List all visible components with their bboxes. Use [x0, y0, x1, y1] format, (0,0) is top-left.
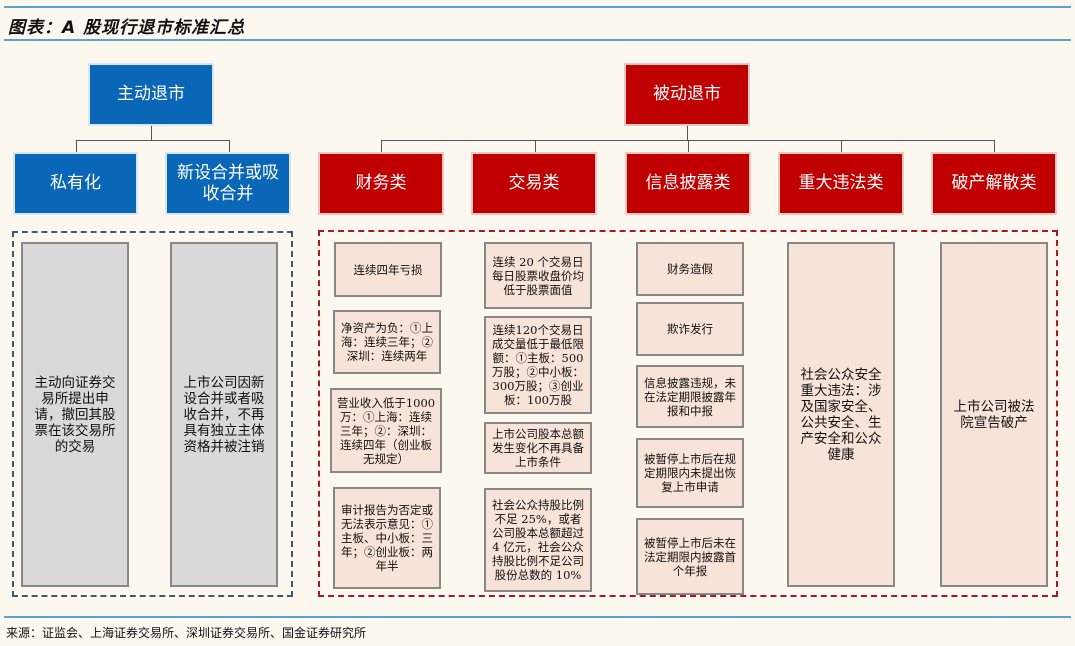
criterion-disclosure-3: 信息披露违规，未在法定期限披露年报和中报 — [636, 365, 744, 428]
connector — [76, 140, 77, 153]
connector — [994, 140, 995, 153]
title-rule — [4, 39, 1071, 41]
criterion-bankruptcy: 上市公司被法院宣告破产 — [940, 242, 1048, 587]
criterion-trading-1: 连续 20 个交易日每日股票收盘价均低于股票面值 — [484, 242, 592, 309]
passive-criteria-group — [318, 230, 1058, 597]
criterion-privatization: 主动向证券交易所提出申请，撤回其股票在该交易所的交易 — [21, 242, 129, 587]
category-trading: 交易类 — [471, 152, 597, 215]
criterion-trading-3: 上市公司股本总额发生变化不再具备上市条件 — [484, 422, 592, 474]
criterion-disclosure-2: 欺诈发行 — [636, 302, 744, 356]
connector — [229, 140, 230, 153]
figure-title: 图表：A 股现行退市标准汇总 — [8, 18, 246, 38]
criterion-merger: 上市公司因新设合并或者吸收合并，不再具有独立主体资格并被注销 — [170, 242, 278, 587]
criterion-financial-3: 营业收入低于1000万：①上海：连续三年；②：深圳：连续四年（创业板无规定） — [330, 388, 442, 473]
criterion-financial-2: 净资产为负：①上海：连续三年；②深圳：连续两年 — [333, 310, 441, 374]
connector — [841, 140, 842, 153]
criterion-trading-2: 连续120个交易日成交量低于最低限额：①主板：500万股；②中小板：300万股；… — [484, 316, 592, 414]
source-note: 来源：证监会、上海证券交易所、深圳证券交易所、国金证券研究所 — [6, 626, 367, 640]
active-delisting-header: 主动退市 — [88, 63, 214, 126]
top-rule — [4, 6, 1071, 8]
criterion-disclosure-5: 被暂停上市后未在法定期限内披露首个年报 — [636, 518, 744, 595]
criterion-disclosure-1: 财务造假 — [636, 242, 744, 296]
criterion-major-violation: 社会公众安全重大违法：涉及国家安全、公共安全、生产安全和公众健康 — [787, 242, 895, 587]
criterion-financial-1: 连续四年亏损 — [334, 242, 442, 297]
category-financial: 财务类 — [318, 152, 444, 215]
connector — [535, 140, 536, 153]
criterion-financial-4: 审计报告为否定或无法表示意见：①主板、中小板：三年；②创业板：两年半 — [333, 487, 441, 589]
bottom-rule — [4, 616, 1071, 618]
criterion-trading-4: 社会公众持股比例不足 25%，或者公司股本总额超过 4 亿元，社会公众持股比例不… — [484, 488, 592, 592]
connector — [381, 140, 382, 153]
connector — [151, 126, 152, 140]
category-disclosure: 信息披露类 — [625, 152, 751, 215]
category-bankruptcy: 破产解散类 — [931, 152, 1057, 215]
category-privatization: 私有化 — [13, 152, 138, 215]
criterion-disclosure-4: 被暂停上市后在规定期限内未提出恢复上市申请 — [636, 438, 744, 508]
connector — [688, 140, 689, 153]
passive-delisting-header: 被动退市 — [624, 63, 750, 126]
category-merger: 新设合并或吸收合并 — [165, 152, 291, 215]
category-major-violation: 重大违法类 — [778, 152, 904, 215]
connector — [76, 140, 230, 141]
active-criteria-group — [12, 231, 293, 597]
connector — [687, 126, 688, 140]
